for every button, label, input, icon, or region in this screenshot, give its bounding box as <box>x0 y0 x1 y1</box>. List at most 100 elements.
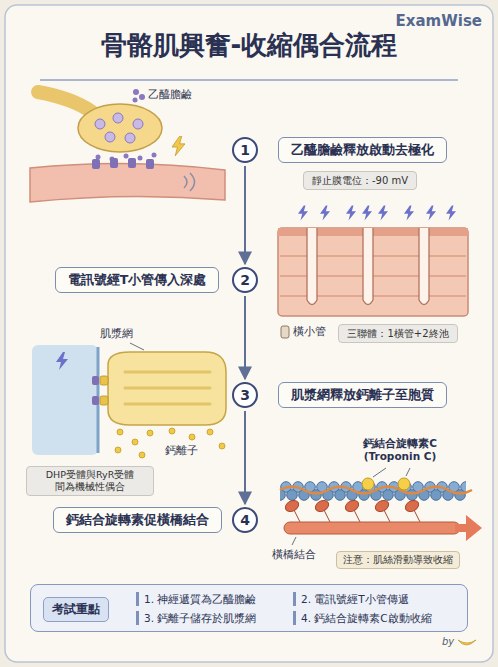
frame <box>40 79 458 81</box>
tubule-icon <box>281 326 289 338</box>
myosin-head <box>373 498 390 514</box>
leader-line <box>373 468 410 477</box>
lightning-icon <box>56 352 68 370</box>
callout-number: 1 <box>240 142 250 158</box>
step-number: 1 <box>232 137 258 163</box>
troponin <box>398 478 410 490</box>
acetylcholine-molecule <box>124 154 129 159</box>
chip-text: 三聯體：1橫管+2終池 <box>347 327 448 340</box>
lightning-icon <box>298 206 308 221</box>
calcium-ion <box>115 428 225 458</box>
part-label: 橫橋結合 <box>272 548 316 561</box>
chip-text: 靜止膜電位：-90 mV <box>312 174 408 187</box>
flow-arrow <box>244 166 246 264</box>
title: 骨骼肌興奮-收縮偶合流程 <box>0 30 498 61</box>
sarcoplasmic-reticulum-illustration <box>32 345 98 455</box>
part-label: 肌漿網 <box>100 327 133 340</box>
crossbridge-illustration <box>280 468 482 545</box>
direction-arrow <box>466 515 482 541</box>
info-chip: 靜止膜電位：-90 mV <box>303 171 417 190</box>
calcium-ion <box>207 429 213 435</box>
synapse-illustration <box>38 92 92 112</box>
myosin-head <box>294 510 300 522</box>
frame <box>5 5 493 662</box>
vesicle <box>125 133 135 143</box>
leader-line <box>130 343 144 350</box>
calcium-ion <box>132 439 138 445</box>
sarcoplasmic-reticulum-illustration <box>125 372 210 404</box>
vesicle <box>95 119 105 129</box>
key-point: 1. 神經遞質為乙醯膽鹼 <box>136 592 256 606</box>
acetylcholine-molecule <box>133 98 138 103</box>
calcium-ion <box>219 443 225 449</box>
acetylcholine-molecule <box>96 89 157 162</box>
part-label: 乙醯膽鹼 <box>148 88 192 101</box>
lightning-icon <box>404 206 414 221</box>
key-points-panel: 1. 神經遞質為乙醯膽鹼 2. 電訊號經T小管傳遞 3. 鈣離子儲存於肌漿網 4. 鈣… <box>30 584 468 632</box>
lightning-icon <box>378 206 388 221</box>
ryr-receptor <box>100 376 108 405</box>
acetylcholine-molecule <box>139 94 145 100</box>
frame <box>5 5 493 662</box>
step-number: 4 <box>232 507 258 533</box>
step-box: 乙醯膽鹼釋放啟動去極化 <box>278 137 447 164</box>
step-number: 2 <box>232 267 258 293</box>
step-text: 電訊號經T小管傳入深處 <box>68 272 207 289</box>
dhp-receptor <box>92 396 99 405</box>
lightning-icon <box>446 206 456 221</box>
t-tubule-illustration <box>278 206 468 339</box>
troponin <box>362 478 374 490</box>
key-points-tag: 考試重點 <box>43 597 109 622</box>
receptor <box>128 158 136 168</box>
signature-icon <box>458 640 476 645</box>
acetylcholine-molecule <box>96 155 101 160</box>
myosin-head <box>283 498 300 514</box>
brand-name: ExamWise <box>396 12 482 31</box>
tag-text: 考試重點 <box>52 601 100 618</box>
synapse-illustration <box>30 163 225 202</box>
t-tubule-illustration <box>307 228 317 305</box>
acetylcholine-molecule <box>152 153 157 158</box>
myosin-head <box>384 510 390 522</box>
connectors <box>245 166 246 504</box>
callout-number: 3 <box>240 387 250 403</box>
receptor <box>92 158 154 169</box>
callout-number: 4 <box>240 512 250 528</box>
vesicle <box>105 132 115 142</box>
calcium-ion <box>115 447 121 453</box>
step-box: 肌漿網釋放鈣離子至胞質 <box>278 382 447 409</box>
acetylcholine-molecule <box>133 89 139 95</box>
step-text: 乙醯膽鹼釋放啟動去極化 <box>291 142 434 159</box>
ryr-receptor <box>100 376 108 385</box>
note-text: 注意：肌絲滑動導致收縮 <box>343 554 453 566</box>
info-chip: DHP受體與RyR受體 間為機械性偶合 <box>26 466 154 497</box>
step-box: 鈣結合旋轉素促橫橋結合 <box>53 507 222 534</box>
signature: by <box>442 636 454 649</box>
leader-line <box>292 537 296 545</box>
calcium-ion <box>147 430 153 436</box>
key-point: 4. 鈣結合旋轉素C啟動收縮 <box>293 611 432 625</box>
step-box: 電訊號經T小管傳入深處 <box>55 267 220 294</box>
t-tubule-illustration <box>363 228 373 305</box>
chip-text: DHP受體與RyR受體 間為機械性偶合 <box>35 469 145 494</box>
calcium-ion <box>169 428 175 434</box>
myosin-head <box>343 498 360 514</box>
myosin-head <box>354 510 360 522</box>
lightning-icon <box>362 206 372 221</box>
key-point: 3. 鈣離子儲存於肌漿網 <box>136 611 256 625</box>
t-tubule-illustration <box>419 228 429 305</box>
receptor <box>92 159 100 169</box>
lightning-icon <box>426 206 436 221</box>
sarcoplasmic-reticulum-illustration <box>32 343 226 458</box>
key-point: 2. 電訊號經T小管傳遞 <box>293 592 409 606</box>
synapse-illustration <box>78 104 162 152</box>
calcium-ion <box>139 452 145 458</box>
vesicle <box>113 113 123 123</box>
part-label: 鈣離子 <box>165 444 198 457</box>
dhp-receptor <box>92 376 99 385</box>
step-text: 鈣結合旋轉素促橫橋結合 <box>66 512 209 529</box>
lightning-icon <box>320 206 330 221</box>
calcium-ion <box>117 429 123 435</box>
